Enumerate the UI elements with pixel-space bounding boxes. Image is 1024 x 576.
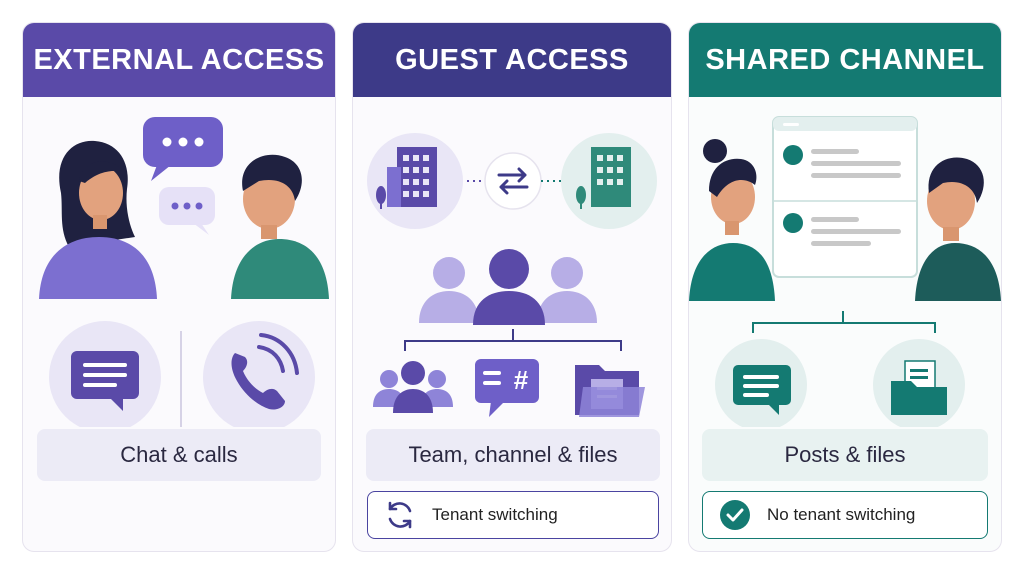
guest-access-illustration: #	[367, 133, 657, 417]
swap-arrows-icon	[484, 152, 542, 210]
people-icon	[373, 361, 453, 413]
svg-text:#: #	[514, 365, 529, 395]
external-access-panel: EXTERNAL ACCESS	[22, 22, 336, 552]
chat-bubble-icon	[715, 339, 807, 427]
speech-bubble-icon	[159, 187, 215, 235]
folder-icon	[873, 339, 965, 427]
woman-person-icon	[39, 140, 157, 299]
guest-access-panel: GUEST ACCESS	[352, 22, 672, 552]
note-text: Tenant switching	[432, 505, 558, 524]
phone-icon	[203, 321, 315, 427]
note-text: No tenant switching	[767, 505, 916, 524]
man-person-icon	[915, 157, 1001, 301]
panel-title: SHARED CHANNEL	[689, 23, 1001, 97]
channel-hash-icon: #	[475, 359, 539, 417]
refresh-icon	[388, 501, 412, 529]
no-tenant-switching-note: No tenant switching	[702, 491, 988, 539]
building-icon	[561, 133, 657, 229]
building-icon	[367, 133, 463, 229]
shared-channel-panel: SHARED CHANNEL	[688, 22, 1002, 552]
folder-icon	[575, 365, 645, 417]
shared-channel-illustration	[689, 116, 1001, 427]
capability-label: Chat & calls	[37, 429, 321, 481]
chat-bubble-icon	[49, 321, 161, 427]
panel-title: GUEST ACCESS	[353, 23, 671, 97]
woman-person-icon	[689, 139, 775, 301]
man-person-icon	[231, 154, 329, 299]
external-access-illustration	[39, 117, 329, 427]
channel-window	[772, 116, 918, 278]
panel-title: EXTERNAL ACCESS	[23, 23, 335, 97]
check-circle-icon	[720, 500, 750, 530]
tenant-switching-note: Tenant switching	[367, 491, 659, 539]
people-group-icon	[419, 249, 597, 325]
capability-label: Posts & files	[702, 429, 988, 481]
capability-label: Team, channel & files	[366, 429, 660, 481]
speech-bubble-icon	[143, 117, 223, 181]
